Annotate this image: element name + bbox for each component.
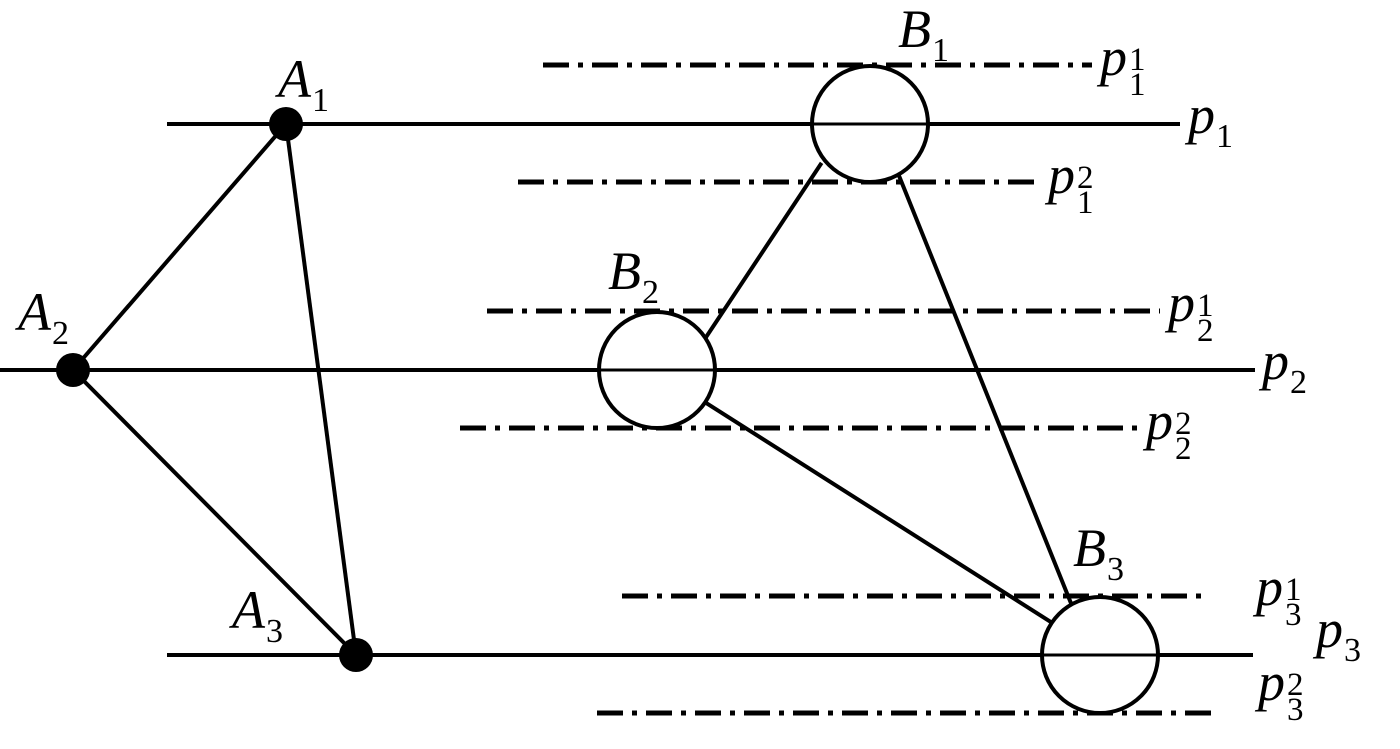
label-b2: B2 (608, 241, 659, 310)
point-a1 (269, 107, 303, 141)
point-a2 (56, 353, 90, 387)
label-p1-upper-sup: 1 (1129, 41, 1146, 78)
label-p1-solid: p1 (1188, 85, 1233, 154)
label-b3-base: B (1073, 518, 1106, 578)
band-1-group (167, 62, 1180, 185)
solid-lines-over-circles (599, 122, 1158, 657)
label-p2-lower-base: p (1146, 391, 1173, 451)
label-a2: A2 (18, 282, 69, 351)
label-b1-base: B (898, 0, 931, 59)
label-p2-upper-base: p (1168, 273, 1195, 333)
label-p3-upper-sub: 3 (1285, 597, 1302, 634)
label-b1-sub: 1 (932, 32, 949, 70)
label-a3: A3 (232, 580, 283, 649)
label-p1-upper-base: p (1100, 27, 1127, 87)
label-p3-upper-base: p (1256, 557, 1283, 617)
label-p1-lower-sub: 1 (1077, 185, 1094, 222)
label-p3-solid-sub: 3 (1344, 632, 1361, 670)
label-b2-sub: 2 (642, 274, 659, 312)
label-b3: B3 (1073, 518, 1124, 587)
label-p2-solid: p2 (1262, 331, 1307, 400)
label-p3-lower-sub: 3 (1287, 692, 1304, 729)
point-a3 (339, 638, 373, 672)
label-p2-lower-sub: 2 (1175, 431, 1192, 468)
label-b3-sub: 3 (1107, 551, 1124, 589)
label-a1-base: A (278, 49, 311, 109)
label-p2-upper-sub: 2 (1197, 313, 1214, 350)
label-p1-upper-sub: 1 (1129, 67, 1146, 104)
label-p3-solid-base: p (1316, 599, 1343, 659)
label-p3-upper-sup: 1 (1285, 571, 1302, 608)
label-p3-solid: p3 (1316, 599, 1361, 668)
label-p3-lower-sup: 2 (1287, 666, 1304, 703)
label-p2-solid-sub: 2 (1290, 364, 1307, 402)
edges-b-group (703, 161, 1074, 625)
label-a1-sub: 1 (312, 82, 329, 120)
edge-a1-a2 (71, 122, 288, 372)
edge-a2-a3 (71, 368, 358, 657)
label-a2-base: A (18, 282, 51, 342)
edge-b2-b1 (703, 161, 824, 340)
label-a3-base: A (232, 580, 265, 640)
label-p2-upper-sup: 1 (1197, 287, 1214, 324)
label-p1-lower-sup: 2 (1077, 159, 1094, 196)
label-p3-lower-base: p (1258, 652, 1285, 712)
label-b2-base: B (608, 241, 641, 301)
label-p2-lower-sup: 2 (1175, 405, 1192, 442)
label-p2-solid-base: p (1262, 331, 1289, 391)
label-a1: A1 (278, 49, 329, 118)
label-b1: B1 (898, 0, 949, 68)
edge-b1-b3 (896, 173, 1074, 606)
label-p1-solid-base: p (1188, 85, 1215, 145)
label-a3-sub: 3 (266, 613, 283, 651)
points-a-group (56, 107, 373, 672)
edge-b2-b3 (704, 400, 1053, 625)
label-p1-lower-base: p (1048, 145, 1075, 205)
edge-a1-a3 (284, 123, 358, 656)
label-a2-sub: 2 (52, 315, 69, 353)
label-p1-solid-sub: 1 (1216, 118, 1233, 156)
edges-a-group (71, 122, 358, 657)
